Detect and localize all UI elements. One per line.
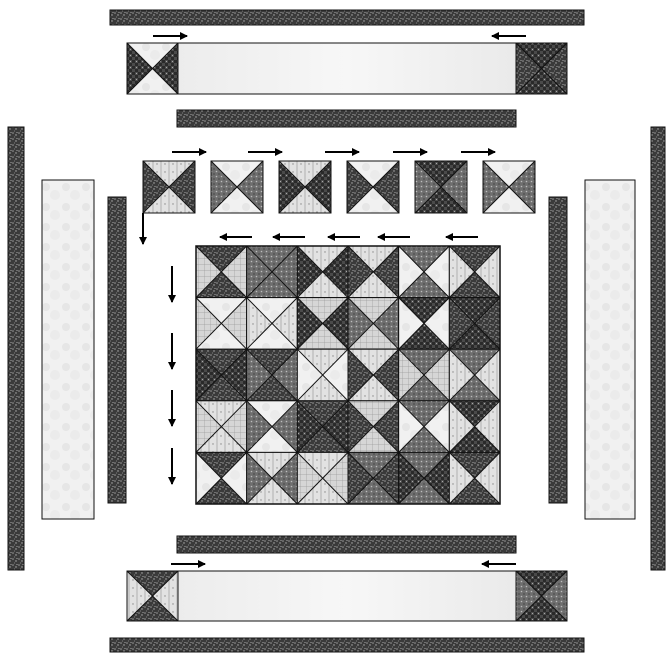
grid-block (196, 298, 247, 350)
grid-block (196, 349, 247, 401)
grid-block (449, 349, 500, 401)
grid-block (196, 401, 247, 453)
top-left-corner-block (127, 43, 178, 94)
grid-block (449, 452, 500, 504)
pieced-block-row (143, 161, 535, 213)
left-light-panel (42, 180, 94, 519)
grid-block (247, 298, 298, 350)
grid-block (399, 298, 450, 350)
bottom-outer-border-strip (110, 638, 584, 652)
right-inner-border-strip (549, 197, 567, 503)
corner-block (127, 43, 178, 94)
corner-block (516, 43, 567, 94)
grid-block (348, 349, 399, 401)
grid-block (348, 298, 399, 350)
grid-block (399, 452, 450, 504)
top-corner-row (127, 43, 567, 94)
grid-block (247, 349, 298, 401)
bottom-inner-border-strip (177, 536, 516, 553)
corner-block (127, 571, 178, 621)
bottom-left-corner-block (127, 571, 178, 621)
grid-block (247, 401, 298, 453)
grid-block (196, 246, 247, 298)
pieced-block (483, 161, 535, 213)
grid-block (399, 401, 450, 453)
grid-block (247, 246, 298, 298)
grid-block (297, 349, 348, 401)
center-block-grid (196, 246, 500, 504)
grid-block (449, 401, 500, 453)
grid-block (449, 246, 500, 298)
grid-block (348, 246, 399, 298)
grid-block (399, 246, 450, 298)
grid-block (297, 452, 348, 504)
top-right-corner-block (516, 43, 567, 94)
right-outer-border-strip (651, 127, 665, 570)
pieced-block (347, 161, 399, 213)
bottom-corner-row (127, 571, 567, 621)
right-light-panel (585, 180, 635, 519)
grid-block (449, 298, 500, 350)
top-light-panel (127, 43, 567, 94)
pieced-block (143, 161, 195, 213)
pieced-block (279, 161, 331, 213)
grid-block (348, 452, 399, 504)
corner-block (516, 571, 567, 621)
grid-block (399, 349, 450, 401)
grid-block (348, 401, 399, 453)
bottom-light-panel (127, 571, 567, 621)
grid-block (297, 298, 348, 350)
left-inner-border-strip (108, 197, 126, 503)
top-outer-border-strip (110, 10, 584, 25)
grid-block (247, 452, 298, 504)
grid-block (297, 246, 348, 298)
top-inner-border-strip (177, 110, 516, 127)
grid-block (297, 401, 348, 453)
pieced-block (415, 161, 467, 213)
pieced-block (211, 161, 263, 213)
bottom-right-corner-block (516, 571, 567, 621)
left-outer-border-strip (8, 127, 24, 570)
grid-block (196, 452, 247, 504)
